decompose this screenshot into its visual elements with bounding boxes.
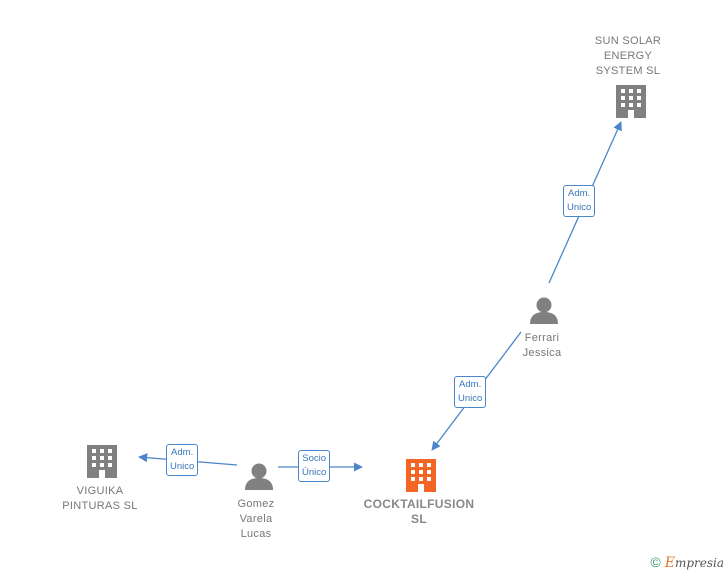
edge-label-line: Unico — [567, 202, 592, 213]
brand-watermark: ©Empresia — [650, 554, 724, 571]
building-icon-viguika[interactable] — [87, 445, 117, 478]
node-label-cocktailfusion[interactable]: COCKTAILFUSION SL — [352, 497, 486, 527]
brand-rest: mpresia — [674, 556, 724, 570]
node-label-line: Lucas — [240, 528, 272, 540]
node-label-viguika[interactable]: VIGUIKA PINTURAS SL — [50, 484, 150, 514]
node-label-line: Varela — [239, 513, 273, 525]
edge-label-ferrari-cocktailfusion: Adm. Unico — [454, 376, 487, 408]
node-label-sun-solar[interactable]: SUN SOLAR ENERGY SYSTEM SL — [588, 34, 668, 79]
edge-label-line: Adm. — [459, 379, 482, 390]
node-label-line: SUN SOLAR — [594, 35, 662, 47]
edge-label-gomez-cocktailfusion: Socio Único — [298, 450, 331, 482]
person-icon-gomez[interactable] — [245, 463, 273, 491]
person-icon-ferrari[interactable] — [530, 297, 558, 325]
node-label-line: SYSTEM SL — [595, 65, 661, 77]
edge-label-gomez-viguika: Adm. Unico — [166, 444, 199, 476]
brand-initial: E — [664, 555, 675, 571]
edge-label-line: Socio — [302, 453, 327, 464]
node-label-line: VIGUIKA — [76, 485, 124, 497]
edge-label-line: Unico — [458, 393, 483, 404]
building-icon-sun-solar[interactable] — [616, 85, 646, 118]
node-label-line: Jessica — [522, 347, 562, 359]
node-label-line: Gomez — [237, 498, 275, 510]
edge-label-line: Adm. — [171, 447, 194, 458]
node-label-line: COCKTAILFUSION — [363, 497, 475, 511]
edge-label-line: Unico — [170, 461, 195, 472]
node-label-ferrari[interactable]: Ferrari Jessica — [504, 331, 580, 361]
building-icon-cocktailfusion[interactable] — [406, 459, 436, 492]
edge-label-ferrari-sun-solar: Adm. Unico — [563, 185, 596, 217]
node-label-line: SL — [411, 512, 427, 526]
edge-label-line: Único — [302, 467, 327, 478]
brand-name: Empresia — [664, 555, 724, 571]
node-label-gomez[interactable]: Gomez Varela Lucas — [226, 497, 286, 542]
node-label-line: Ferrari — [524, 332, 560, 344]
edge-label-line: Adm. — [568, 188, 591, 199]
node-label-line: ENERGY — [603, 50, 653, 62]
node-label-line: PINTURAS SL — [62, 500, 138, 512]
copyright-icon: © — [650, 554, 661, 570]
